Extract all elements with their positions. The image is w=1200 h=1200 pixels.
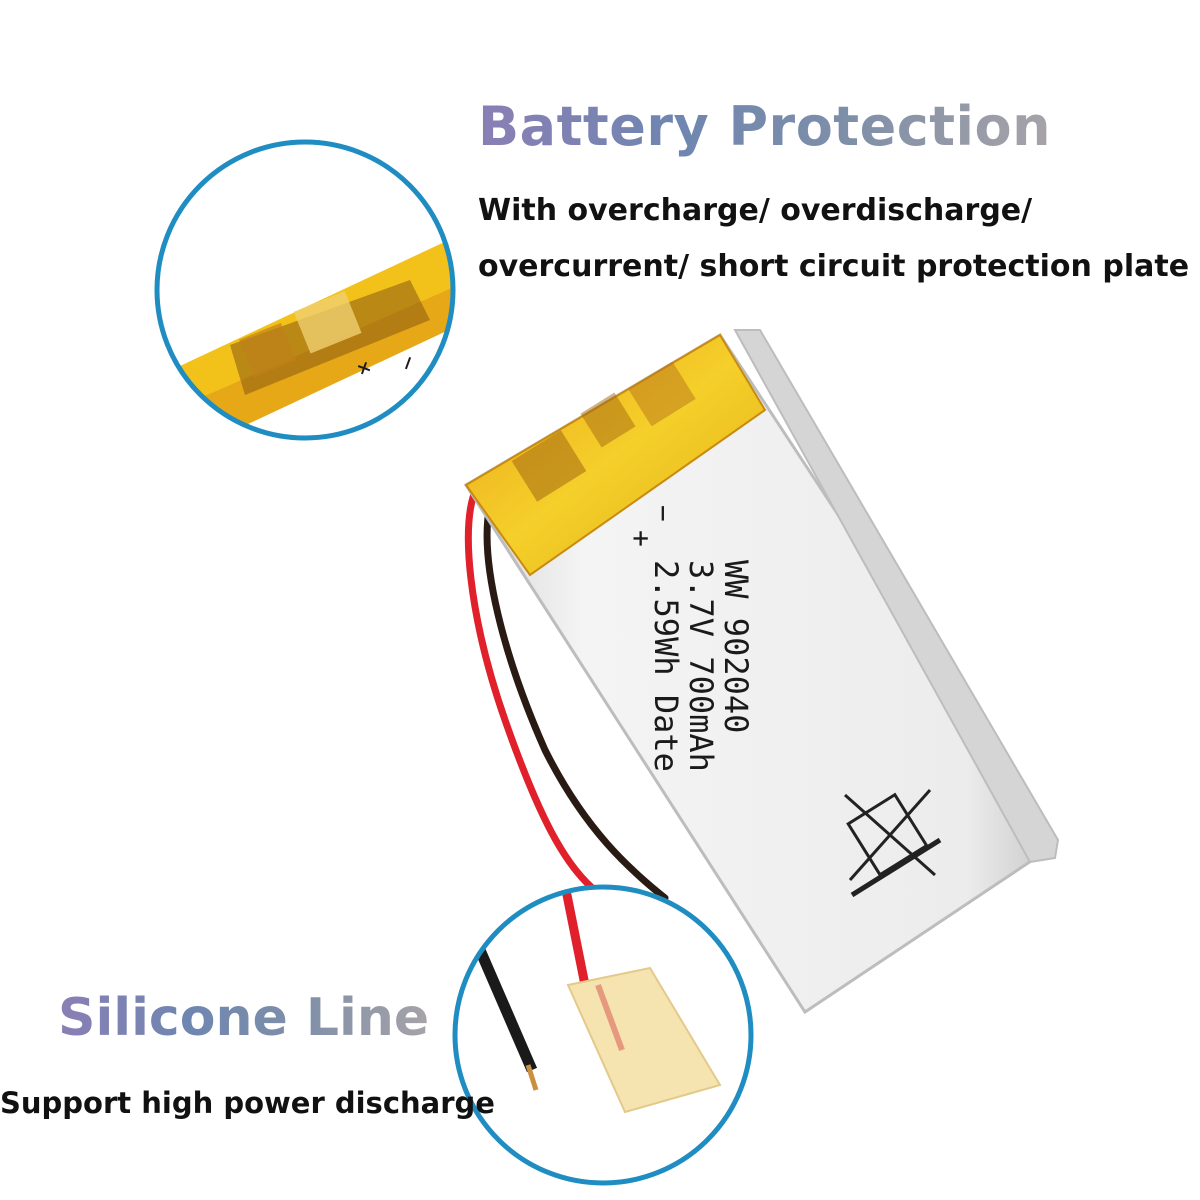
battery-energy-text: 2.59Wh Date	[647, 560, 685, 772]
battery-plus-mark: +	[625, 530, 658, 547]
protection-description-line-2: overcurrent/ short circuit protection pl…	[478, 249, 1190, 284]
silicone-line-heading: Silicone Line	[58, 988, 430, 1048]
silicone-description: Support high power discharge	[0, 1086, 495, 1120]
zoom-circle-silicone-wire	[452, 884, 754, 1186]
zoom-circle-protection-board	[154, 139, 456, 441]
battery-capacity-text: 3.7V 700mAh	[682, 560, 720, 772]
battery-minus-mark: −	[647, 505, 680, 522]
red-wire	[464, 481, 616, 906]
black-wire	[483, 501, 669, 902]
protection-description-line-1: With overcharge/ overdischarge/	[478, 193, 1033, 228]
weee-bin-icon	[844, 789, 942, 898]
battery-protection-heading: Battery Protection	[478, 95, 1052, 158]
battery-model-text: WW 902040	[717, 560, 755, 734]
lipo-battery	[463, 329, 1060, 1015]
